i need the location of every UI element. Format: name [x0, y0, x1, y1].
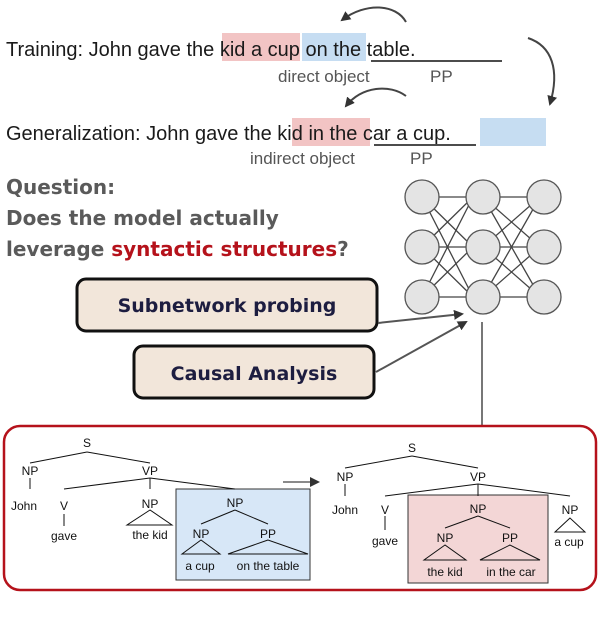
left-node-s: S	[83, 436, 91, 450]
label-indirect-object: indirect object	[250, 149, 355, 168]
question-line-3: leverage syntactic structures?	[6, 237, 349, 261]
right-word-in-the-car: in the car	[486, 565, 535, 579]
left-node-np-complex: NP	[227, 496, 244, 510]
node-1-1	[404, 179, 440, 215]
left-word-on-the-table: on the table	[237, 559, 300, 573]
node-2-3	[465, 279, 501, 315]
right-word-the-kid: the kid	[427, 565, 462, 579]
left-word-a-cup: a cup	[185, 559, 215, 573]
highlight-the-kid-training	[222, 33, 300, 61]
left-highlight-box	[175, 488, 311, 581]
left-word-john: John	[11, 499, 37, 513]
label-pp-generalization: PP	[410, 149, 433, 168]
right-node-vp: VP	[470, 470, 486, 484]
right-node-v: V	[381, 503, 389, 517]
left-node-pp: PP	[260, 527, 276, 541]
question-line-2: Does the model actually	[6, 206, 279, 230]
right-node-np-complex: NP	[470, 502, 487, 516]
training-line: Training: John gave the kid a cup on the…	[6, 39, 416, 61]
right-highlight-box	[407, 494, 549, 584]
arrow-subnetwork-to-network	[377, 309, 464, 324]
question-block: Question: Does the model actually levera…	[6, 175, 349, 261]
highlight-a-cup-training	[302, 33, 366, 61]
right-node-np-cup: NP	[562, 503, 579, 517]
right-word-gave: gave	[372, 534, 398, 548]
right-node-s: S	[408, 441, 416, 455]
right-tree-lines	[344, 455, 587, 561]
training-sentence: Training: John gave the kid a cup on the…	[6, 6, 502, 86]
right-node-np-kid: NP	[437, 531, 454, 545]
node-2-1	[465, 179, 501, 215]
generalization-line: Generalization: John gave the kid in the…	[6, 123, 451, 145]
label-pp-training: PP	[430, 67, 453, 86]
swap-arrow-generalization	[344, 87, 407, 108]
training-to-generalization-arrow	[527, 37, 558, 106]
node-3-3	[526, 279, 562, 315]
left-node-np-kid: NP	[142, 497, 159, 511]
right-node-pp: PP	[502, 531, 518, 545]
swap-arrow-training	[340, 6, 407, 23]
left-node-vp: VP	[142, 464, 158, 478]
generalization-sentence: Generalization: John gave the kid in the…	[6, 87, 546, 168]
causal-analysis-label: Causal Analysis	[171, 363, 338, 385]
subnetwork-probing-box: Subnetwork probing	[75, 277, 379, 333]
right-node-np: NP	[337, 470, 354, 484]
network-nodes	[404, 179, 562, 315]
left-node-np: NP	[22, 464, 39, 478]
highlight-a-cup-generalization	[480, 118, 546, 146]
left-tree-lines	[29, 451, 309, 555]
node-2-2	[465, 229, 501, 265]
right-word-a-cup: a cup	[554, 535, 584, 549]
right-tree: S NP VP John V gave NP NP PP the kid in …	[332, 441, 584, 579]
left-word-the-kid: the kid	[132, 528, 167, 542]
node-3-1	[526, 179, 562, 215]
subnetwork-probing-label: Subnetwork probing	[118, 295, 337, 317]
left-word-gave: gave	[51, 529, 77, 543]
causal-analysis-box: Causal Analysis	[132, 344, 376, 400]
left-tree: S NP VP John V gave NP the kid NP NP PP …	[11, 436, 300, 573]
node-1-2	[404, 229, 440, 265]
right-word-john: John	[332, 503, 358, 517]
label-direct-object: direct object	[278, 67, 370, 86]
left-node-v: V	[60, 499, 68, 513]
highlight-the-kid-generalization	[292, 118, 370, 146]
node-1-3	[404, 279, 440, 315]
question-label: Question:	[6, 175, 115, 199]
arrow-causal-to-network	[375, 321, 468, 373]
left-node-np-cup: NP	[193, 527, 210, 541]
node-3-2	[526, 229, 562, 265]
